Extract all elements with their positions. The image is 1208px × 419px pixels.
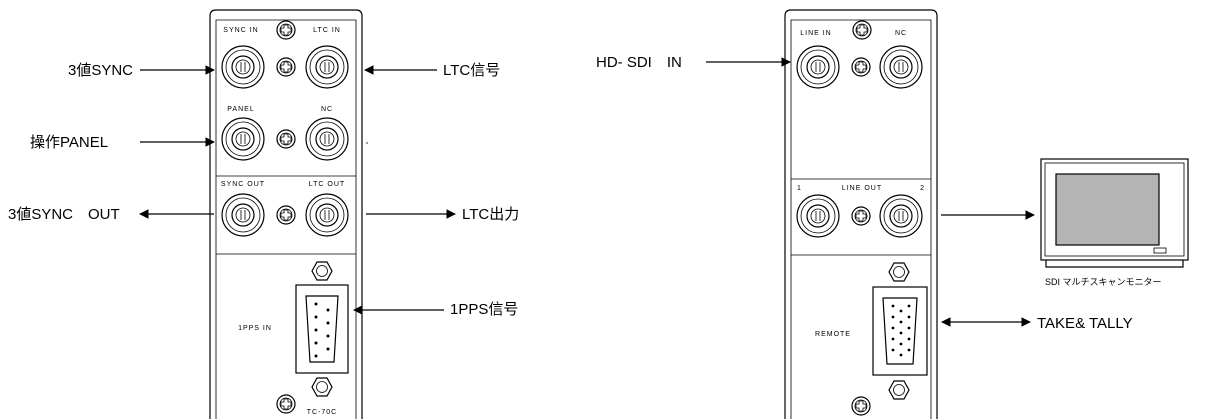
mount-screw-icon [851,396,871,416]
callout-hd-sdi-in: HD- SDI IN [596,54,682,71]
nc-bnc-connector [305,117,349,161]
callout-3value-sync-out: 3値SYNC OUT [8,206,120,223]
port-label-1pps-in: 1PPS IN [238,325,272,332]
mount-screw-icon [276,129,296,149]
line-in-bnc-connector [796,45,840,89]
port-label-sync-in: SYNC IN [223,27,258,34]
port-label-nc: NC [321,106,333,113]
left-device-panel: SYNC IN LTC IN PANEL NC SYNC OUT LTC OUT… [209,9,363,419]
port-label-line-out: LINE OUT [842,185,882,192]
hex-nut-icon [311,377,333,397]
left-callouts: 3値SYNC LTC信号 操作PANEL 3値SYNC OUT LTC出力 1P… [8,62,519,318]
nc-bnc-connector-right [879,45,923,89]
port-label-out-2: 2 [920,185,925,192]
mount-screw-icon [276,394,296,414]
hex-nut-icon [311,261,333,281]
line-out-1-bnc-connector [796,194,840,238]
mount-screw-icon [852,20,872,40]
callout-take-tally: TAKE& TALLY [1037,315,1133,332]
callout-ltc-output: LTC出力 [462,206,519,223]
mount-screw-icon [276,57,296,77]
callout-ltc-signal: LTC信号 [443,62,500,79]
model-label: TC-70C [307,409,338,416]
right-callouts: HD- SDI IN TAKE& TALLY [596,54,1133,332]
port-label-line-in: LINE IN [800,30,832,37]
port-label-sync-out: SYNC OUT [221,181,265,188]
callout-1pps-signal: 1PPS信号 [450,301,518,318]
callout-3value-sync: 3値SYNC [68,62,133,79]
ltc-out-bnc-connector [305,193,349,237]
port-label-panel: PANEL [227,106,254,113]
port-label-ltc-out: LTC OUT [309,181,345,188]
sync-in-bnc-connector [221,45,265,89]
dsub9-connector [295,284,349,374]
line-out-2-bnc-connector [879,194,923,238]
port-label-out-1: 1 [797,185,802,192]
mount-screw-icon [276,20,296,40]
port-label-remote: REMOTE [815,331,851,338]
mount-screw-icon [851,57,871,77]
right-device-panel: LINE IN NC 1 LINE OUT 2 REMOTE [784,9,938,419]
dsub15-connector [872,286,928,376]
sync-out-bnc-connector [221,193,265,237]
mount-screw-icon [276,205,296,225]
ltc-in-bnc-connector [305,45,349,89]
hex-nut-icon [888,380,910,400]
mount-screw-icon [851,206,871,226]
port-label-ltc-in: LTC IN [313,27,341,34]
monitor-label: SDI マルチスキャンモニター [1045,277,1162,287]
port-label-nc-right: NC [895,30,907,37]
hex-nut-icon [888,262,910,282]
monitor-icon [1040,158,1189,268]
callout-operation-panel: 操作PANEL [30,134,108,151]
panel-bnc-connector [221,117,265,161]
